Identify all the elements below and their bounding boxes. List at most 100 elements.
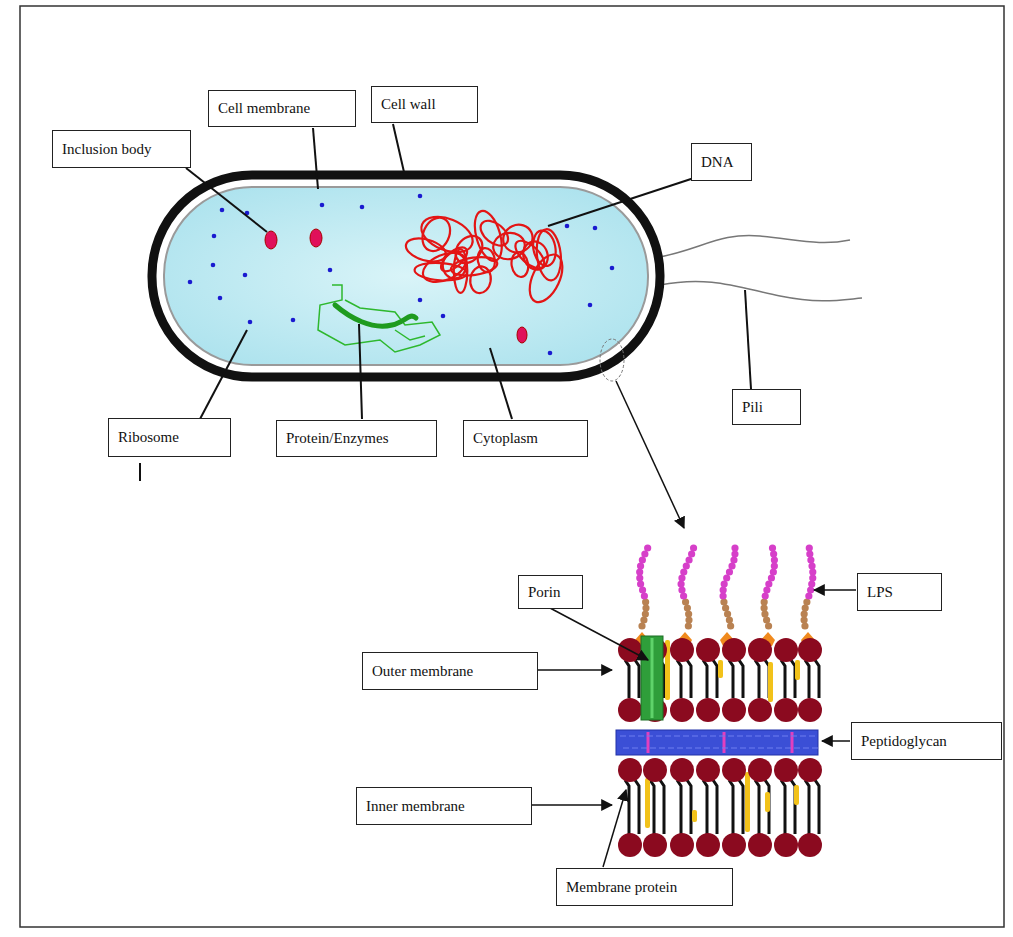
lipid-head xyxy=(748,638,772,662)
part-label: LPS xyxy=(867,584,893,601)
lps-core-sugar xyxy=(685,610,692,617)
ribosome-dot xyxy=(565,224,570,229)
lipid-tail xyxy=(703,660,707,698)
cell-wall xyxy=(152,175,660,377)
porin-channel xyxy=(651,638,654,718)
lipid-head xyxy=(643,758,667,782)
o-antigen xyxy=(644,544,651,551)
lipid-tail xyxy=(650,780,654,834)
label-box: DNA xyxy=(691,143,752,181)
lipid-head xyxy=(643,833,667,857)
ribosome-dot xyxy=(188,280,193,285)
label-box: Membrane protein xyxy=(556,868,733,906)
label-box: Ribosome xyxy=(108,418,231,457)
ribosome-dot xyxy=(418,194,423,199)
lipid-head xyxy=(670,698,694,722)
o-antigen xyxy=(807,556,814,563)
ribosome-dot xyxy=(588,303,593,308)
lipid-head xyxy=(722,833,746,857)
o-antigen xyxy=(690,544,697,551)
label-box: Peptidoglycan xyxy=(851,722,1002,760)
dna-loop xyxy=(403,234,448,265)
lipid-tail xyxy=(765,780,769,834)
o-antigen xyxy=(770,568,777,575)
part-label: Pili xyxy=(742,399,763,416)
lipid-tail xyxy=(755,780,759,834)
membrane-protein xyxy=(692,810,697,822)
lipid-tail xyxy=(713,780,717,834)
lipid-head xyxy=(774,758,798,782)
membrane-protein xyxy=(794,785,799,805)
dna-loop xyxy=(511,236,549,273)
ribosome-dot xyxy=(220,208,225,213)
lipid-head xyxy=(696,638,720,662)
o-antigen xyxy=(770,550,777,557)
membrane-protein xyxy=(768,662,773,702)
dna-loop xyxy=(468,265,492,295)
lipid-tail xyxy=(677,780,681,834)
leader-lines xyxy=(140,124,751,481)
lipid-tail xyxy=(687,660,691,698)
lipid-tail xyxy=(805,660,809,698)
ribosome-dot xyxy=(548,351,553,356)
dna-loop xyxy=(534,228,563,282)
lipid-tail xyxy=(625,660,629,698)
ribosome-dot xyxy=(291,318,296,323)
lipid-tail xyxy=(635,660,639,698)
lipid-head xyxy=(798,833,822,857)
lps-core-sugar xyxy=(761,598,768,605)
lps-core-sugar xyxy=(640,616,647,623)
o-antigen xyxy=(808,562,815,569)
lipid-tail xyxy=(755,660,759,698)
porin-channel xyxy=(641,636,663,720)
ribosome-dot xyxy=(328,268,333,273)
label-box: LPS xyxy=(857,573,942,611)
ribosome-dot xyxy=(212,234,217,239)
zoom-arrow xyxy=(616,381,684,528)
pilus xyxy=(655,235,850,258)
o-antigen xyxy=(769,544,776,551)
dna-tangle xyxy=(403,208,569,307)
lps-core-sugar xyxy=(642,598,649,605)
lipid-tail xyxy=(703,780,707,834)
ribosome-dot xyxy=(243,273,248,278)
label-box: Cell wall xyxy=(371,86,478,123)
label-box: Inclusion body xyxy=(52,130,191,168)
lps-core-sugar xyxy=(801,610,808,617)
part-label: Porin xyxy=(528,584,561,601)
lipid-tail xyxy=(739,780,743,834)
lipid-tail xyxy=(729,780,733,834)
membrane-protein xyxy=(765,792,770,812)
ribosome-dot xyxy=(320,203,325,208)
lipid-head xyxy=(748,698,772,722)
part-label: Membrane protein xyxy=(566,879,677,896)
lipid-tail xyxy=(739,660,743,698)
membrane-protein xyxy=(718,660,723,678)
lipid-head xyxy=(774,698,798,722)
part-label: Inner membrane xyxy=(366,798,465,815)
lipid-head xyxy=(696,698,720,722)
dna-loop xyxy=(499,220,537,257)
part-label: DNA xyxy=(701,154,734,171)
inclusion-body xyxy=(265,231,277,249)
o-antigen xyxy=(807,586,814,593)
lipid-head xyxy=(748,758,772,782)
figure-frame xyxy=(20,6,1004,927)
part-label: Ribosome xyxy=(118,429,179,446)
lipid-head xyxy=(722,758,746,782)
label-box: Outer membrane xyxy=(362,652,538,690)
part-label: Cell wall xyxy=(381,96,436,113)
protein-enzymes xyxy=(318,285,440,352)
lipid-head xyxy=(798,638,822,662)
ribosome-dot xyxy=(441,314,446,319)
ribosome-dot xyxy=(593,226,598,231)
lipid-tail xyxy=(660,780,664,834)
label-box: Pili xyxy=(732,389,801,425)
pointer-arrows xyxy=(532,590,856,867)
lipid-head xyxy=(670,758,694,782)
part-label: Peptidoglycan xyxy=(861,733,947,750)
dna-loop xyxy=(419,247,470,288)
lipid-head xyxy=(774,833,798,857)
ribosome-dot xyxy=(211,263,216,268)
